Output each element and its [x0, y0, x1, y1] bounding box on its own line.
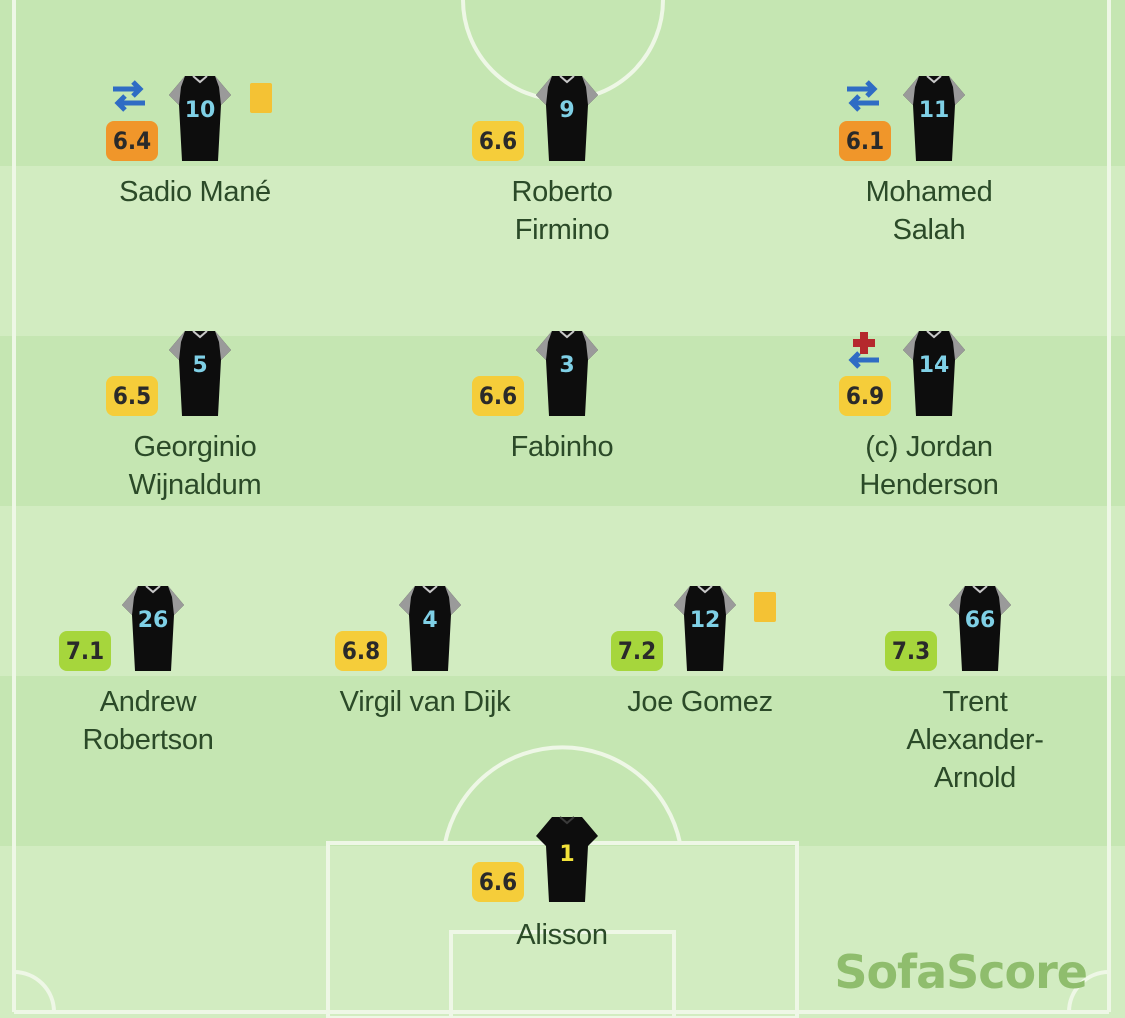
shirt-number: 9 [559, 98, 575, 123]
player-jordan-henderson[interactable]: 14 6.9 (c) Jordan Henderson [779, 328, 1079, 528]
player-name: Virgil van Dijk [339, 686, 511, 718]
player-sadio-mane[interactable]: 10 6.4 Sadio Mané [45, 73, 345, 273]
shirt-icon: 5 [165, 328, 235, 418]
player-name: (c) Jordan Henderson [859, 431, 999, 501]
shirt-number: 5 [192, 353, 208, 378]
player-georginio-wijnaldum[interactable]: 5 6.5 Georginio Wijnaldum [45, 328, 345, 528]
sofascore-logo: SofaScore [834, 945, 1088, 999]
player-name: Roberto Firmino [511, 176, 613, 246]
shirt-icon: 14 [899, 328, 969, 418]
substitution-icon [843, 77, 883, 120]
shirt-icon: 4 [395, 583, 465, 673]
shirt-icon: 10 [165, 73, 235, 163]
pitch-stripe [0, 166, 1125, 336]
shirt-icon: 66 [945, 583, 1015, 673]
player-mohamed-salah[interactable]: 11 6.1 Mohamed Salah [779, 73, 1079, 273]
shirt-number: 10 [184, 98, 216, 123]
player-trent-alexander-arnold[interactable]: 66 7.3 Trent Alexander- Arnold [825, 583, 1125, 794]
yellow-card-icon [754, 592, 776, 622]
player-rating: 6.8 [335, 631, 387, 671]
player-name: Sadio Mané [119, 176, 271, 208]
player-name: Alisson [516, 919, 608, 951]
shirt-icon: 26 [118, 583, 188, 673]
shirt-icon: 12 [670, 583, 740, 673]
shirt-number: 3 [559, 353, 575, 378]
shirt-icon: 11 [899, 73, 969, 163]
player-name: Georginio Wijnaldum [128, 431, 262, 501]
player-virgil-van-dijk[interactable]: 4 6.8 Virgil van Dijk [275, 583, 575, 783]
player-rating: 7.2 [611, 631, 663, 671]
substitution-icon [109, 77, 149, 120]
player-name: Fabinho [510, 431, 614, 463]
shirt-number: 1 [559, 842, 575, 867]
injury-substitution-icon [843, 328, 883, 375]
player-joe-gomez[interactable]: 12 7.2 Joe Gomez [550, 583, 850, 783]
player-rating: 6.6 [472, 121, 524, 161]
player-roberto-firmino[interactable]: 9 6.6 Roberto Firmino [412, 73, 712, 273]
player-rating: 6.5 [106, 376, 158, 416]
player-rating: 6.1 [839, 121, 891, 161]
player-name: Trent Alexander- Arnold [906, 686, 1044, 794]
player-name: Mohamed Salah [865, 176, 993, 246]
yellow-card-icon [250, 83, 272, 113]
shirt-number: 4 [422, 608, 438, 633]
player-rating: 7.1 [59, 631, 111, 671]
shirt-number: 12 [689, 608, 721, 633]
player-rating: 6.4 [106, 121, 158, 161]
shirt-icon: 9 [532, 73, 602, 163]
player-rating: 6.6 [472, 376, 524, 416]
pitch-stripe [0, 506, 1125, 676]
player-andrew-robertson[interactable]: 26 7.1 Andrew Robertson [0, 583, 298, 783]
player-name: Joe Gomez [627, 686, 773, 718]
player-alisson[interactable]: 1 6.6 Alisson [412, 814, 712, 1014]
shirt-number: 14 [918, 353, 950, 378]
shirt-number: 11 [918, 98, 950, 123]
player-rating: 7.3 [885, 631, 937, 671]
shirt-number: 66 [964, 608, 996, 633]
shirt-icon: 3 [532, 328, 602, 418]
player-rating: 6.9 [839, 376, 891, 416]
shirt-number: 26 [137, 608, 169, 633]
player-name: Andrew Robertson [82, 686, 214, 756]
player-fabinho[interactable]: 3 6.6 Fabinho [412, 328, 712, 528]
player-rating: 6.6 [472, 862, 524, 902]
goalkeeper-shirt-icon: 1 [532, 814, 602, 904]
